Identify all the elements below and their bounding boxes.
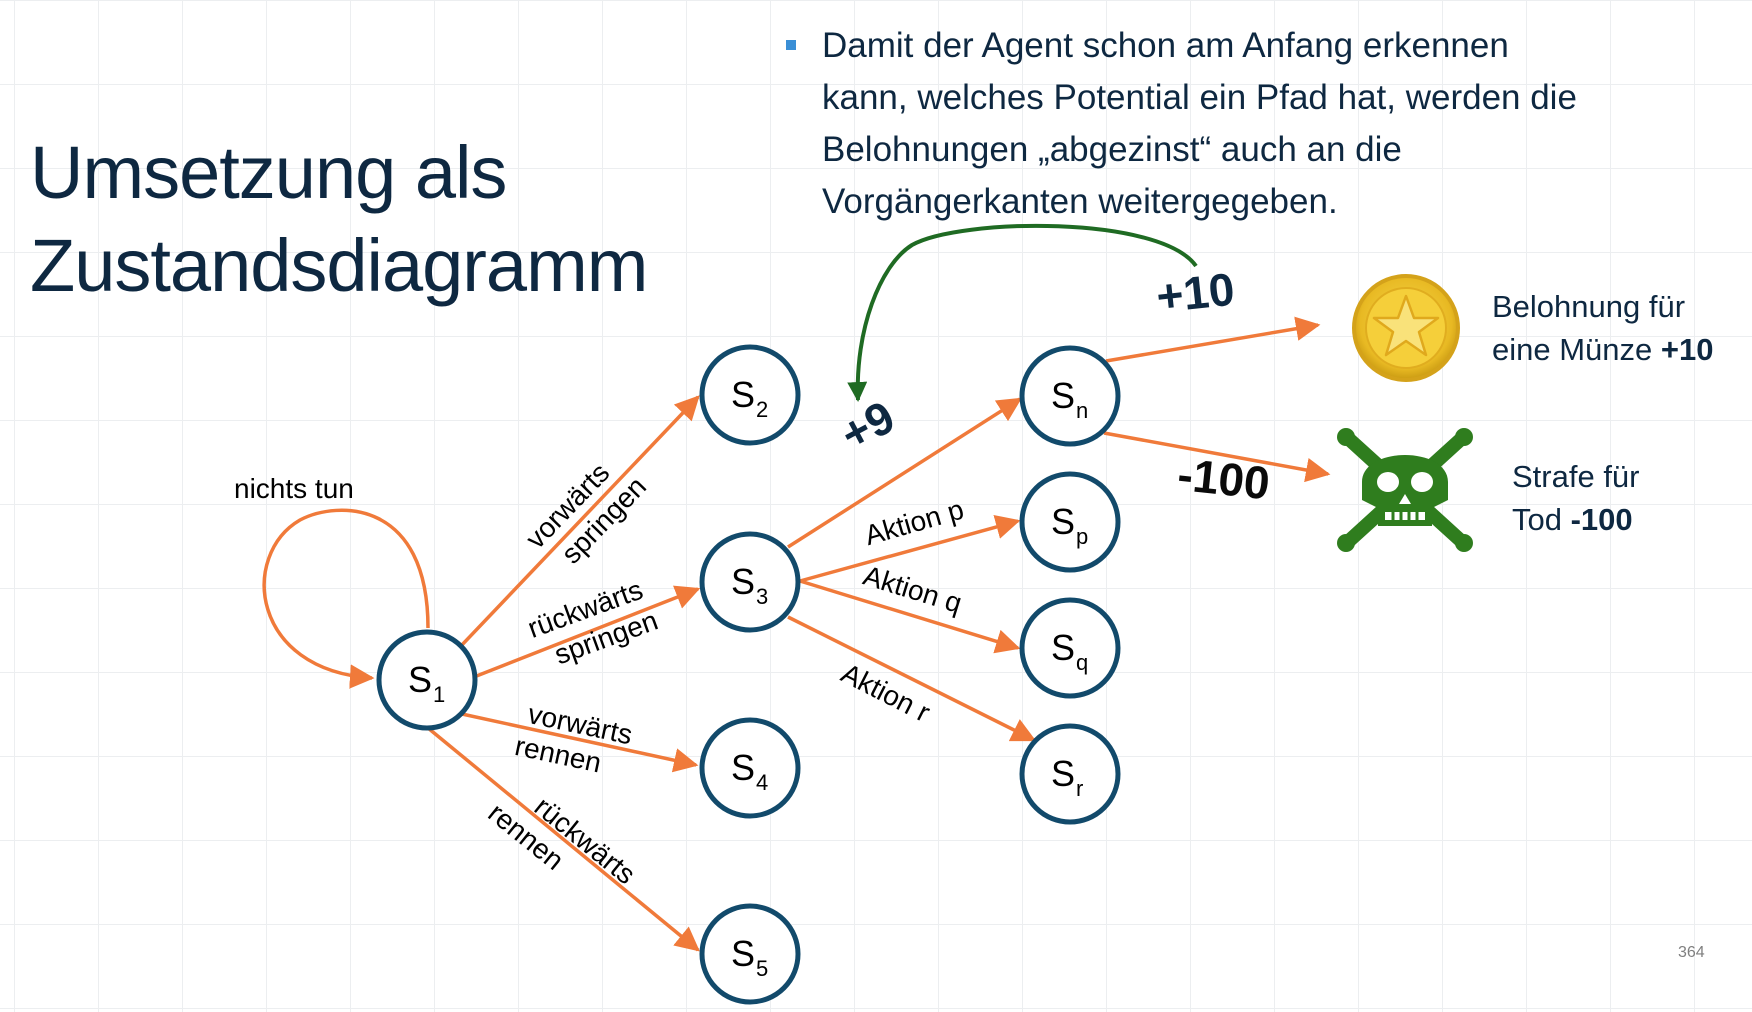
discount-arrow — [847, 223, 1198, 402]
node-s2-letter: S — [731, 374, 755, 415]
edge-s1-s3 — [473, 585, 701, 679]
node-sq: S q — [1019, 597, 1121, 699]
bullet-line-4: Vorgängerkanten weitergegeben. — [822, 182, 1338, 221]
edge-sn-coin — [1105, 316, 1321, 363]
legend-coin: Belohnung für eine Münze +10 — [1492, 285, 1713, 371]
edge-label-sr: Aktion r — [836, 657, 935, 728]
node-sq-sub: q — [1076, 650, 1088, 675]
edge-s3-sq — [799, 579, 1021, 654]
bullet-marker-icon — [786, 40, 796, 50]
legend-coin-prefix: eine Münze — [1492, 332, 1661, 367]
node-s4-letter: S — [731, 747, 755, 788]
edge-s1-s2 — [458, 395, 700, 649]
edge-s1-s4 — [461, 712, 699, 773]
legend-skull-line1: Strafe für — [1512, 459, 1640, 494]
node-s3: S 3 — [699, 531, 801, 633]
edge-sn-skull — [1103, 431, 1331, 483]
node-sn-sub: n — [1076, 398, 1088, 423]
legend-skull-line2: Tod -100 — [1512, 498, 1640, 541]
bullet-line-1: Damit der Agent schon am Anfang erkennen — [822, 26, 1509, 65]
legend-skull-value: -100 — [1570, 502, 1633, 537]
gold-coin-icon — [1352, 274, 1460, 382]
node-s4: S 4 — [699, 717, 801, 819]
edge-label-sp: Aktion p — [861, 494, 967, 552]
node-s4-sub: 4 — [756, 770, 768, 795]
bullet-line-3: Belohnungen „abgezinst“ auch an die — [822, 130, 1402, 169]
node-sp: S p — [1019, 471, 1121, 573]
legend-skull-prefix: Tod — [1512, 502, 1571, 537]
legend-skull: Strafe für Tod -100 — [1512, 455, 1640, 541]
node-s3-sub: 3 — [756, 584, 768, 609]
node-s5: S 5 — [699, 903, 801, 1005]
reward-label-death: -100 — [1175, 448, 1272, 509]
slide-title: Umsetzung als Zustandsdiagramm — [30, 126, 710, 312]
node-sq-letter: S — [1051, 627, 1075, 668]
node-s1-letter: S — [408, 659, 432, 700]
bullet-line-2: kann, welches Potential ein Pfad hat, we… — [822, 78, 1577, 117]
page-number: 364 — [1678, 944, 1705, 961]
node-s1: S 1 — [376, 629, 478, 731]
node-sp-sub: p — [1076, 524, 1088, 549]
node-s5-sub: 5 — [756, 956, 768, 981]
edge-s3-sp — [799, 515, 1021, 583]
edge-s3-sr — [787, 615, 1037, 742]
node-sp-letter: S — [1051, 501, 1075, 542]
node-sr-sub: r — [1076, 776, 1083, 801]
reward-label-discounted-group: +9 — [832, 390, 903, 461]
edge-s3-sn — [787, 397, 1023, 549]
edge-label-group-sq: Aktion q — [860, 560, 966, 619]
reward-label-discounted: +9 — [832, 390, 903, 461]
node-sr-letter: S — [1051, 753, 1075, 794]
reward-label-coin-group: +10 — [1154, 263, 1237, 323]
bullet-text: Damit der Agent schon am Anfang erkennen… — [822, 20, 1577, 228]
edge-label-group-s3: rückwärts springen — [524, 574, 662, 671]
node-s1-sub: 1 — [433, 682, 445, 707]
edge-s1-s5 — [426, 726, 700, 952]
edge-self-loop — [262, 508, 430, 689]
node-sn: S n — [1019, 345, 1121, 447]
legend-coin-line1: Belohnung für — [1492, 289, 1686, 324]
node-sn-letter: S — [1051, 375, 1075, 416]
legend-coin-value: +10 — [1660, 332, 1714, 367]
skull-crossbones-icon — [1337, 428, 1473, 552]
node-s5-letter: S — [731, 933, 755, 974]
reward-label-death-group: -100 — [1175, 448, 1272, 509]
edge-label-group-sr: Aktion r — [836, 657, 935, 728]
node-s2-sub: 2 — [756, 397, 768, 422]
bullet-point: Damit der Agent schon am Anfang erkennen… — [786, 20, 1746, 228]
node-sr: S r — [1019, 723, 1121, 825]
edge-label-group-sp: Aktion p — [861, 494, 967, 552]
edge-label-nichts-tun: nichts tun — [234, 473, 354, 504]
title-line-1: Umsetzung als — [30, 131, 507, 214]
reward-label-coin: +10 — [1154, 263, 1237, 323]
title-line-2: Zustandsdiagramm — [30, 224, 648, 307]
node-s2: S 2 — [699, 344, 801, 446]
edge-label-sq: Aktion q — [860, 560, 966, 619]
node-s3-letter: S — [731, 561, 755, 602]
legend-coin-line2: eine Münze +10 — [1492, 328, 1713, 371]
edge-label-group-s4: vorwärts rennen — [512, 698, 635, 778]
